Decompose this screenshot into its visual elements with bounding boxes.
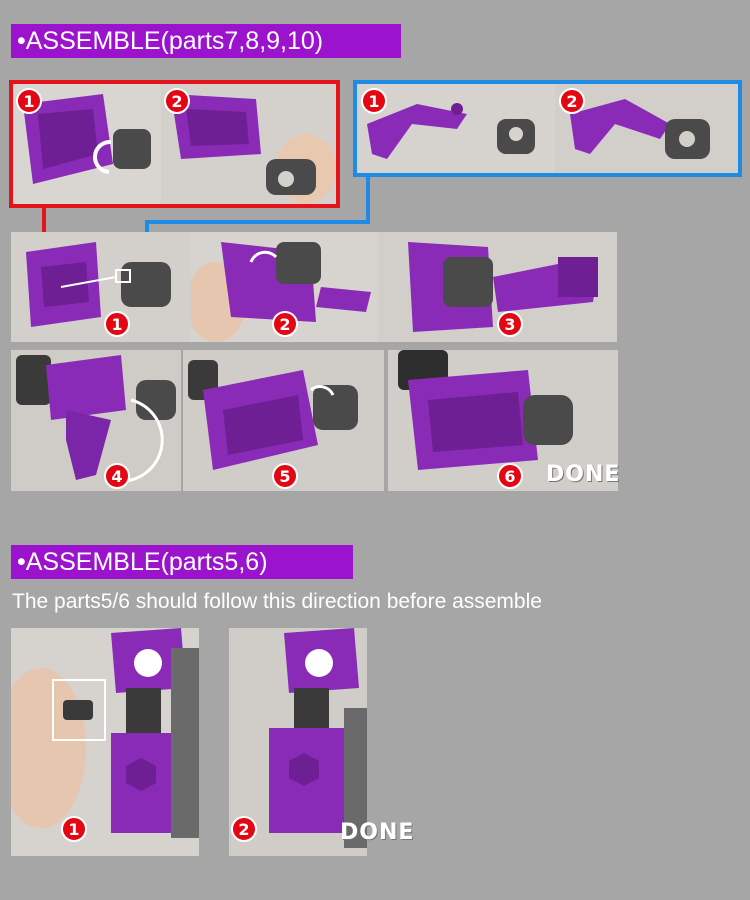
photo-section-2-step-2	[229, 628, 367, 856]
photo-main-step-1	[11, 232, 191, 342]
done-label-section-2: DONE	[340, 820, 415, 845]
step-badge-blue-1: 1	[361, 88, 387, 114]
section-title-parts-5-6: •ASSEMBLE(parts5,6)	[11, 545, 353, 579]
step-badge-section-2-2: 2	[231, 816, 257, 842]
step-badge-blue-2: 2	[559, 88, 585, 114]
step-badge-main-5: 5	[272, 463, 298, 489]
leg-part-orientation-image	[11, 628, 199, 856]
leg-part-assembled-image	[229, 628, 367, 856]
arm-folding-image	[11, 350, 181, 491]
blue-subassembly-frame	[353, 80, 742, 177]
section-2-instruction: The parts5/6 should follow this directio…	[12, 590, 542, 613]
photo-section-2-step-1	[11, 628, 199, 856]
step-badge-main-6: 6	[497, 463, 523, 489]
photo-blue-step-2	[555, 84, 738, 173]
step-badge-main-1: 1	[104, 311, 130, 337]
step-badge-section-2-1: 1	[61, 816, 87, 842]
photo-main-step-4	[11, 350, 181, 491]
step-badge-red-1: 1	[16, 88, 42, 114]
section-title-parts-7-8-9-10: •ASSEMBLE(parts7,8,9,10)	[11, 24, 401, 58]
step-badge-main-4: 4	[104, 463, 130, 489]
photo-main-step-2	[191, 232, 378, 342]
part-joining-ring-image	[11, 232, 191, 342]
purple-arm-joined-ring-image	[555, 84, 738, 173]
purple-arm-and-ring-image	[357, 84, 555, 173]
done-label-section-1: DONE	[546, 462, 621, 487]
step-badge-main-2: 2	[272, 311, 298, 337]
step-badge-main-3: 3	[497, 311, 523, 337]
step-badge-red-2: 2	[164, 88, 190, 114]
photo-blue-step-1	[357, 84, 555, 173]
